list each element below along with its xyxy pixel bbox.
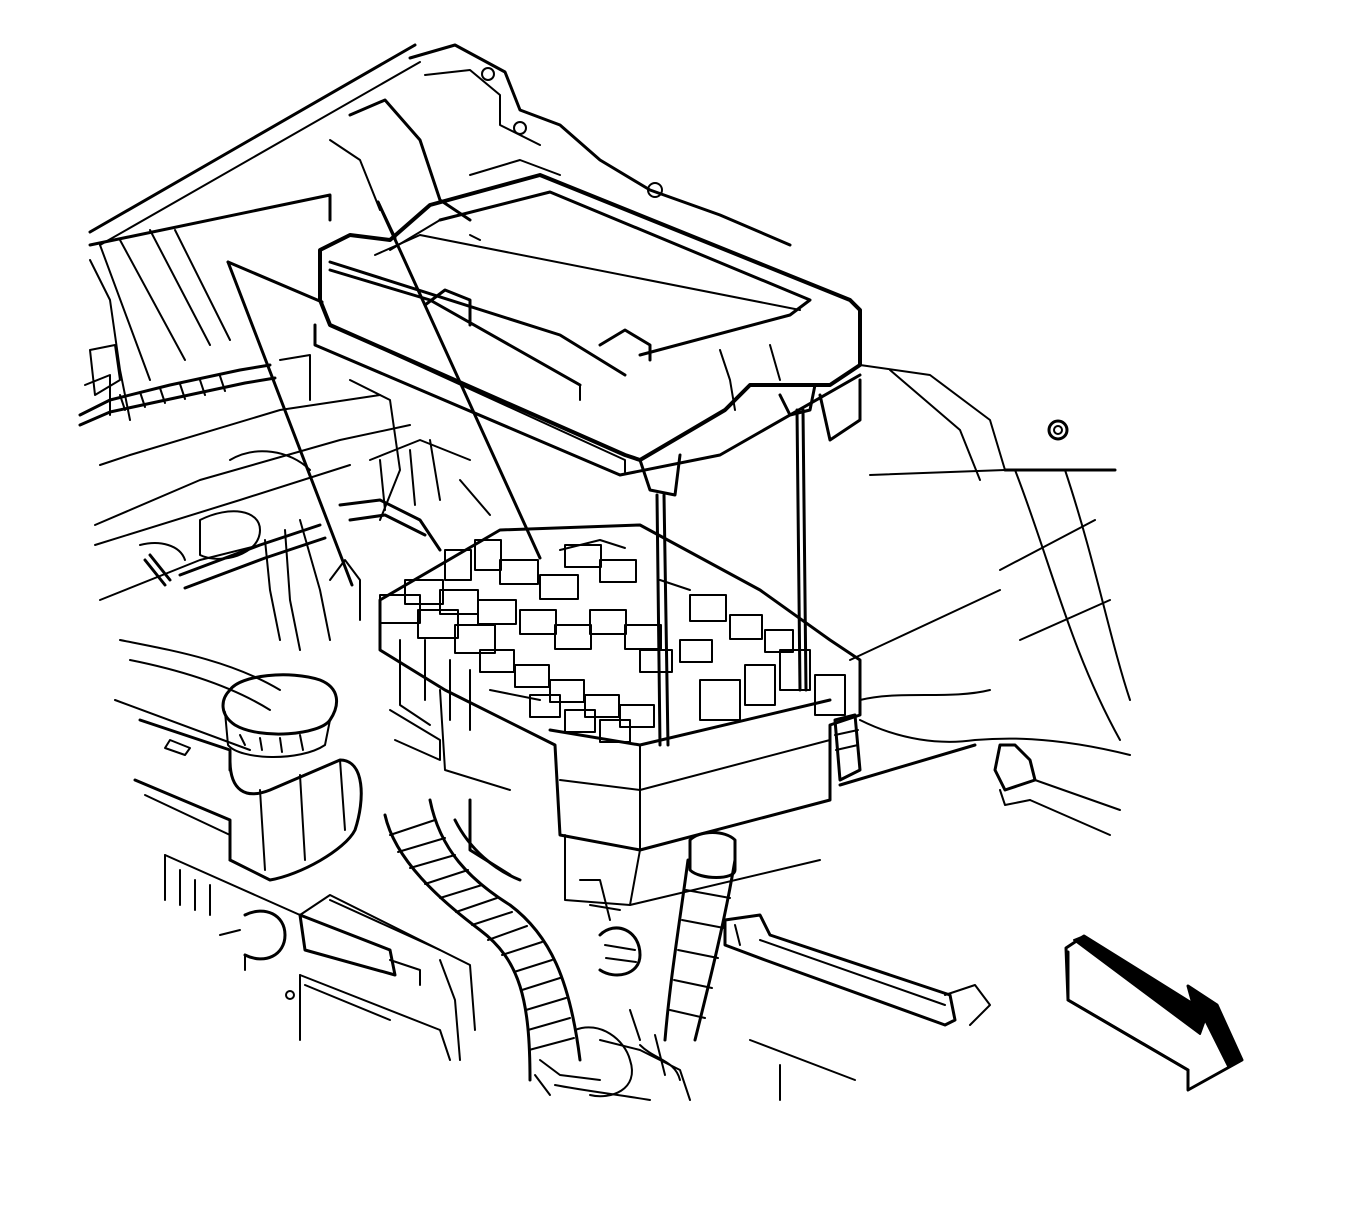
fuse-block-relays-and-fuses [380,540,845,742]
left-engine-compartment-wiring [80,230,490,750]
cowl-and-fender-frame [90,45,1130,785]
fuse-block-base [380,525,860,905]
coolant-reservoir [135,675,361,880]
main-wiring-harness-conduit [385,800,735,1100]
cover-removal-guide-lines [228,202,806,745]
fuse-block-cover [315,175,860,495]
view-direction-arrow-icon [1066,936,1242,1090]
lower-left-module-and-connectors [165,855,475,1060]
right-side-bracket-and-clips [725,715,1120,1100]
